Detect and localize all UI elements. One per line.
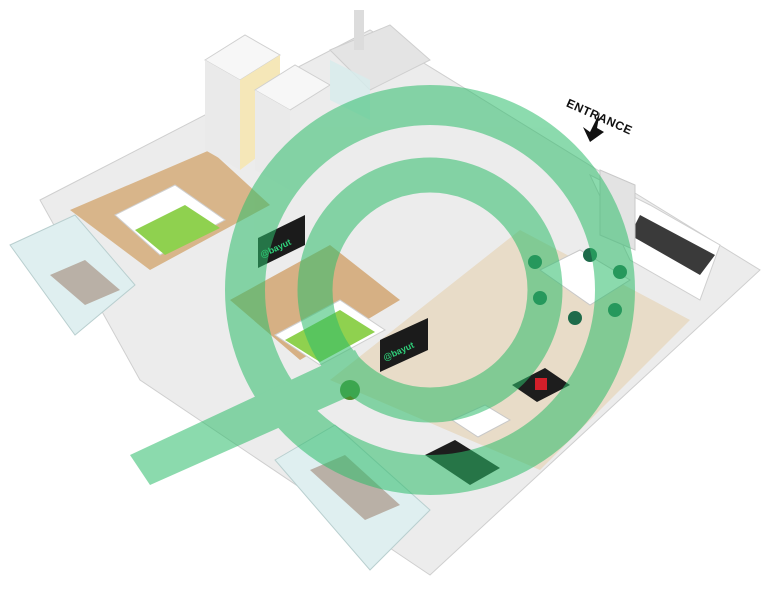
dining-chair xyxy=(568,311,582,325)
watermark-ring-outer xyxy=(225,85,635,495)
shower-head xyxy=(354,10,364,50)
balcony-2-floor xyxy=(310,455,400,520)
tv-living xyxy=(380,318,428,372)
bed-1-cover xyxy=(135,205,220,255)
balcony-1-floor xyxy=(50,260,120,305)
tv-bedroom xyxy=(258,215,305,268)
watermark-ring-inner xyxy=(297,157,563,423)
watermark-tail xyxy=(130,350,375,485)
red-cushion xyxy=(535,378,547,390)
wardrobe-1-front xyxy=(205,60,240,170)
kitchen-top xyxy=(630,215,715,275)
watermark-logo xyxy=(130,85,635,495)
entrance-arrow-icon xyxy=(583,112,604,142)
